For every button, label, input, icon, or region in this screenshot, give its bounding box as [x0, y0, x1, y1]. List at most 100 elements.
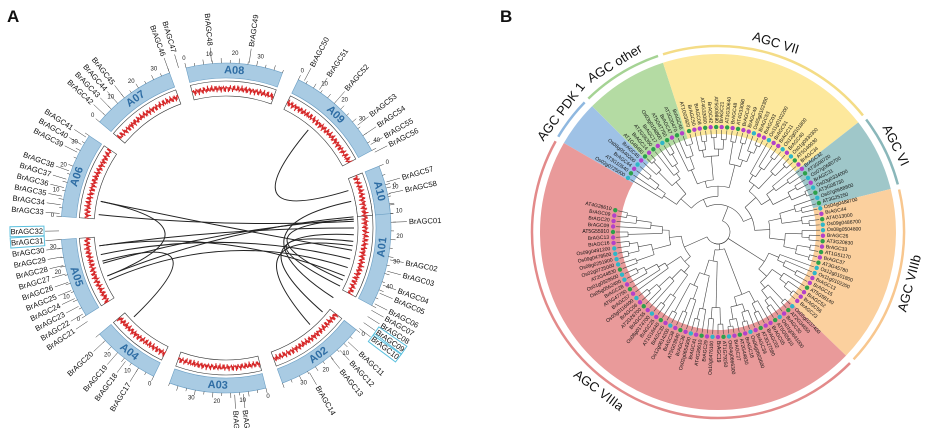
gene-marker — [45, 211, 60, 214]
scale-tick — [121, 357, 125, 363]
tree-arc — [668, 230, 672, 245]
tree-branch — [702, 275, 710, 309]
gene-label: BrAGC02 — [405, 259, 439, 274]
chromosome-label-a08: A08 — [224, 64, 245, 77]
tree-branch — [636, 254, 655, 262]
scale-tick — [382, 174, 386, 176]
scale-tick — [248, 391, 250, 397]
tree-arc — [804, 191, 808, 197]
leaf-marker — [758, 325, 763, 331]
tree-branch — [705, 130, 708, 142]
tree-branch — [742, 303, 746, 312]
chromosome-a07 — [99, 72, 176, 133]
tree-branch — [617, 245, 630, 249]
leaf-marker — [645, 307, 650, 313]
scale-tick-label: 30 — [359, 117, 366, 123]
scale-tick — [107, 346, 112, 351]
tree-branch — [712, 249, 716, 262]
leaf-marker — [776, 143, 781, 149]
tree-arc — [729, 318, 737, 321]
tree-branch — [618, 250, 628, 254]
scale-tick — [265, 64, 267, 68]
tree-branch — [759, 140, 763, 148]
leaf-marker — [686, 128, 692, 134]
gene-marker — [51, 273, 66, 279]
scale-tick — [64, 274, 68, 276]
tree-arc — [636, 268, 639, 273]
scale-tick — [256, 60, 258, 66]
tree-arc — [664, 262, 669, 269]
leaf-marker — [756, 133, 762, 138]
scale-tick-label: 0 — [301, 69, 305, 75]
tree-branch — [761, 290, 768, 299]
tree-branch — [696, 308, 700, 319]
tree-branch — [781, 220, 802, 224]
tree-arc — [648, 175, 652, 180]
gene-marker — [379, 293, 393, 299]
tree-arc — [686, 143, 693, 147]
leaf-marker — [816, 260, 821, 265]
chromosome-label-a05: A05 — [67, 265, 85, 288]
tree-branch — [748, 184, 755, 192]
collinearity-link — [108, 249, 348, 281]
scale-tick — [95, 333, 100, 338]
tree-arc — [730, 141, 736, 143]
leaf-label: Os09g0486700 — [827, 219, 862, 227]
tree-branch — [616, 226, 651, 229]
gene-marker — [50, 183, 65, 188]
scale-tick-label: 20 — [396, 234, 403, 240]
clade-label: AGC VIIIb — [894, 253, 924, 313]
scale-tick — [62, 189, 66, 192]
tree-branch — [728, 165, 736, 188]
tree-branch — [639, 166, 652, 177]
leaf-marker — [683, 329, 688, 335]
scale-tick — [202, 59, 204, 65]
tree-branch — [645, 288, 662, 305]
tree-branch — [783, 246, 797, 250]
tree-branch — [753, 312, 760, 326]
gene-marker — [370, 137, 383, 145]
tree-branch — [663, 145, 671, 156]
scale-tick — [381, 281, 385, 283]
tree-arc — [747, 150, 754, 154]
tree-branch — [775, 181, 789, 191]
chromosome-label-a06: A06 — [68, 165, 86, 188]
tree-arc — [793, 205, 797, 212]
tree-branch — [744, 197, 757, 208]
tree-branch — [796, 183, 809, 191]
scale-tick-label: 20 — [322, 368, 329, 374]
scale-tick-label: 0 — [386, 160, 390, 166]
tree-branch — [779, 278, 787, 285]
collinearity-link — [286, 218, 354, 281]
gene-label: BrAGC20 — [65, 350, 95, 379]
leaf-label: BrAGC33 — [826, 244, 848, 253]
leaf-label: BrAGC19 — [715, 341, 721, 363]
tree-branch — [653, 161, 662, 171]
scale-tick — [320, 90, 323, 93]
tree-arc — [690, 297, 697, 301]
scale-tick — [75, 147, 81, 151]
clade-band — [592, 62, 688, 163]
gene-label: BrAGC52 — [343, 62, 371, 92]
gene-highlight-box — [9, 225, 45, 238]
leaf-marker — [796, 162, 801, 167]
leaf-label: Os08g0504800 — [827, 226, 862, 233]
tree-arc — [787, 192, 792, 201]
leaf-marker — [617, 267, 623, 272]
tree-branch — [746, 320, 750, 330]
leaf-marker — [697, 126, 702, 131]
tree-arc — [719, 238, 729, 245]
tree-branch — [668, 142, 675, 154]
collinearity-link — [285, 238, 354, 287]
tree-branch — [666, 310, 673, 321]
tree-branch — [729, 319, 731, 327]
leaf-marker — [820, 227, 826, 233]
tree-arc — [699, 149, 706, 152]
gene-marker — [46, 248, 61, 251]
tree-branch — [737, 143, 743, 159]
leaf-marker — [637, 300, 643, 305]
tree-arc — [628, 241, 630, 247]
tree-branch — [795, 210, 802, 213]
gene-marker — [339, 349, 350, 361]
tree-branch — [747, 136, 754, 151]
